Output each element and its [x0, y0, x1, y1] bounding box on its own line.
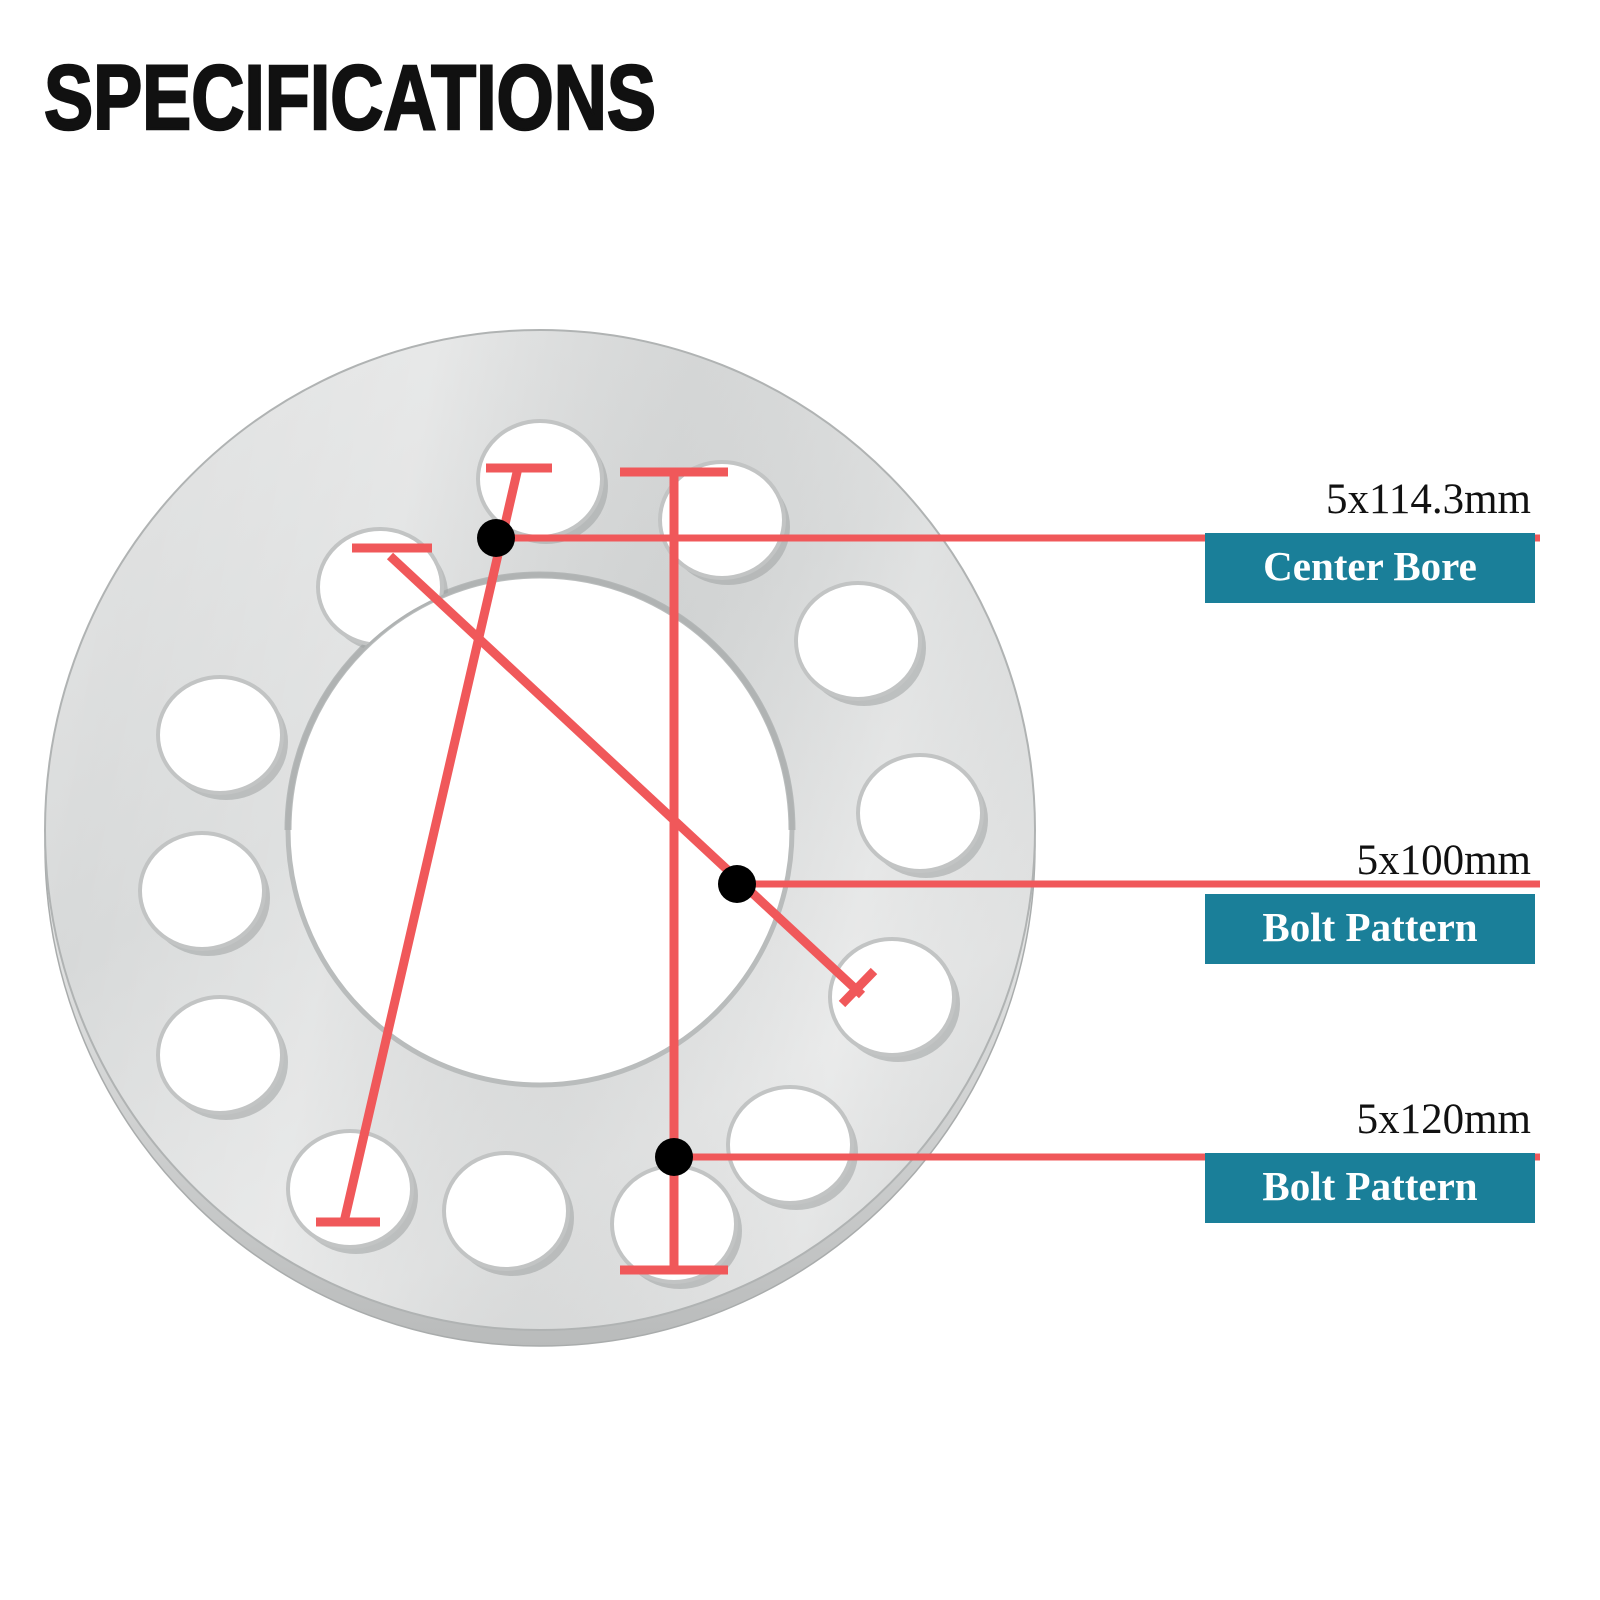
measure-line-diagonal-b: [339, 466, 523, 1224]
spec-value-bolt-pattern-120: 5x120mm: [1356, 1096, 1531, 1143]
bolt-hole: [138, 831, 266, 951]
spec-badge-center-bore: Center Bore: [1205, 533, 1535, 603]
spec-badge-bolt-pattern-120: Bolt Pattern: [1205, 1153, 1535, 1223]
measure-line-diagonal-a: [386, 552, 866, 999]
bolt-hole: [794, 581, 922, 701]
spec-badge-bolt-pattern-100: Bolt Pattern: [1205, 894, 1535, 964]
bolt-hole: [726, 1085, 854, 1205]
spec-value-bolt-pattern-100: 5x100mm: [1356, 837, 1531, 884]
bolt-hole: [658, 460, 786, 580]
center-bore-hole: [288, 575, 792, 1085]
callout-bolt-pattern-120: 5x120mm Bolt Pattern: [1205, 1097, 1535, 1223]
bolt-hole: [856, 753, 984, 873]
center-bore-inner-shadow: [284, 571, 796, 831]
bolt-hole: [156, 995, 284, 1115]
spacer-outer-edge: [44, 329, 1036, 1331]
anchor-dot-center-bore: [477, 519, 515, 557]
callout-bolt-pattern-100: 5x100mm Bolt Pattern: [1205, 838, 1535, 964]
spec-value-center-bore: 5x114.3mm: [1325, 476, 1531, 523]
measure-cap-diagonal-a-end: [838, 967, 878, 1008]
bolt-hole: [442, 1151, 570, 1271]
bolt-hole: [156, 675, 284, 795]
anchor-dot-bolt-pattern-120: [655, 1138, 693, 1176]
anchor-dots: [477, 519, 756, 1176]
bolt-hole-group: [138, 419, 988, 1289]
callout-center-bore: 5x114.3mm Center Bore: [1205, 477, 1535, 603]
bolt-hole: [828, 937, 956, 1057]
anchor-dot-bolt-pattern-100: [718, 865, 756, 903]
